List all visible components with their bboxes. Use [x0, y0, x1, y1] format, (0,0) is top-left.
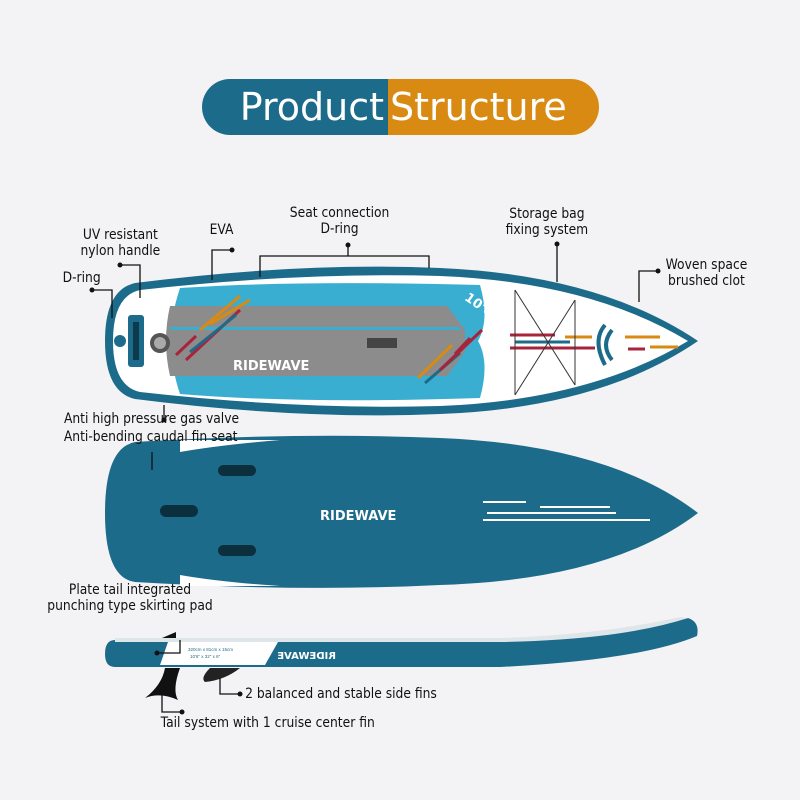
label-line: Seat connection: [289, 205, 390, 221]
board-bottom-view: RIDEWAVE: [105, 435, 698, 588]
page-title: Product Structure: [202, 79, 599, 135]
label-line: UV resistant: [82, 227, 158, 243]
brand-logo-top: RIDEWAVE: [233, 359, 309, 374]
label-line: Storage bag: [509, 206, 585, 222]
side-fin: [203, 668, 240, 682]
label-d-ring: D-ring: [62, 270, 101, 286]
title-part-1: Product: [202, 79, 388, 135]
label-valve: Anti high pressure gas valve: [63, 411, 240, 427]
center-fin: [145, 668, 180, 700]
label-line: punching type skirting pad: [47, 598, 213, 614]
label-center-fin: Tail system with 1 cruise center fin: [160, 715, 375, 731]
label-line: brushed clot: [668, 273, 745, 289]
board-side-view: 320cm x 81cm x 15cm 10'6" x 32" x 6" RID…: [105, 617, 698, 700]
label-side-fins: 2 balanced and stable side fins: [245, 686, 437, 702]
title-part-2: Structure: [388, 79, 599, 135]
label-line: nylon handle: [80, 243, 161, 259]
leader-lines: [89, 241, 661, 715]
label-fin-seat: Anti-bending caudal fin seat: [63, 429, 238, 445]
label-line: Plate tail integrated: [68, 582, 192, 598]
label-line: Woven space: [665, 257, 748, 273]
label-line: fixing system: [505, 222, 589, 238]
spec-line-1: 320cm x 81cm x 15cm: [188, 647, 233, 652]
label-line: D-ring: [320, 221, 359, 237]
brand-logo-side: RIDEWAVE: [277, 651, 336, 662]
spec-line-2: 10'6" x 32" x 6": [190, 654, 221, 659]
label-eva: EVA: [209, 222, 234, 238]
board-top-view: 10'6" RIDEWAVE: [105, 266, 698, 416]
brand-logo-bottom: RIDEWAVE: [320, 509, 396, 524]
